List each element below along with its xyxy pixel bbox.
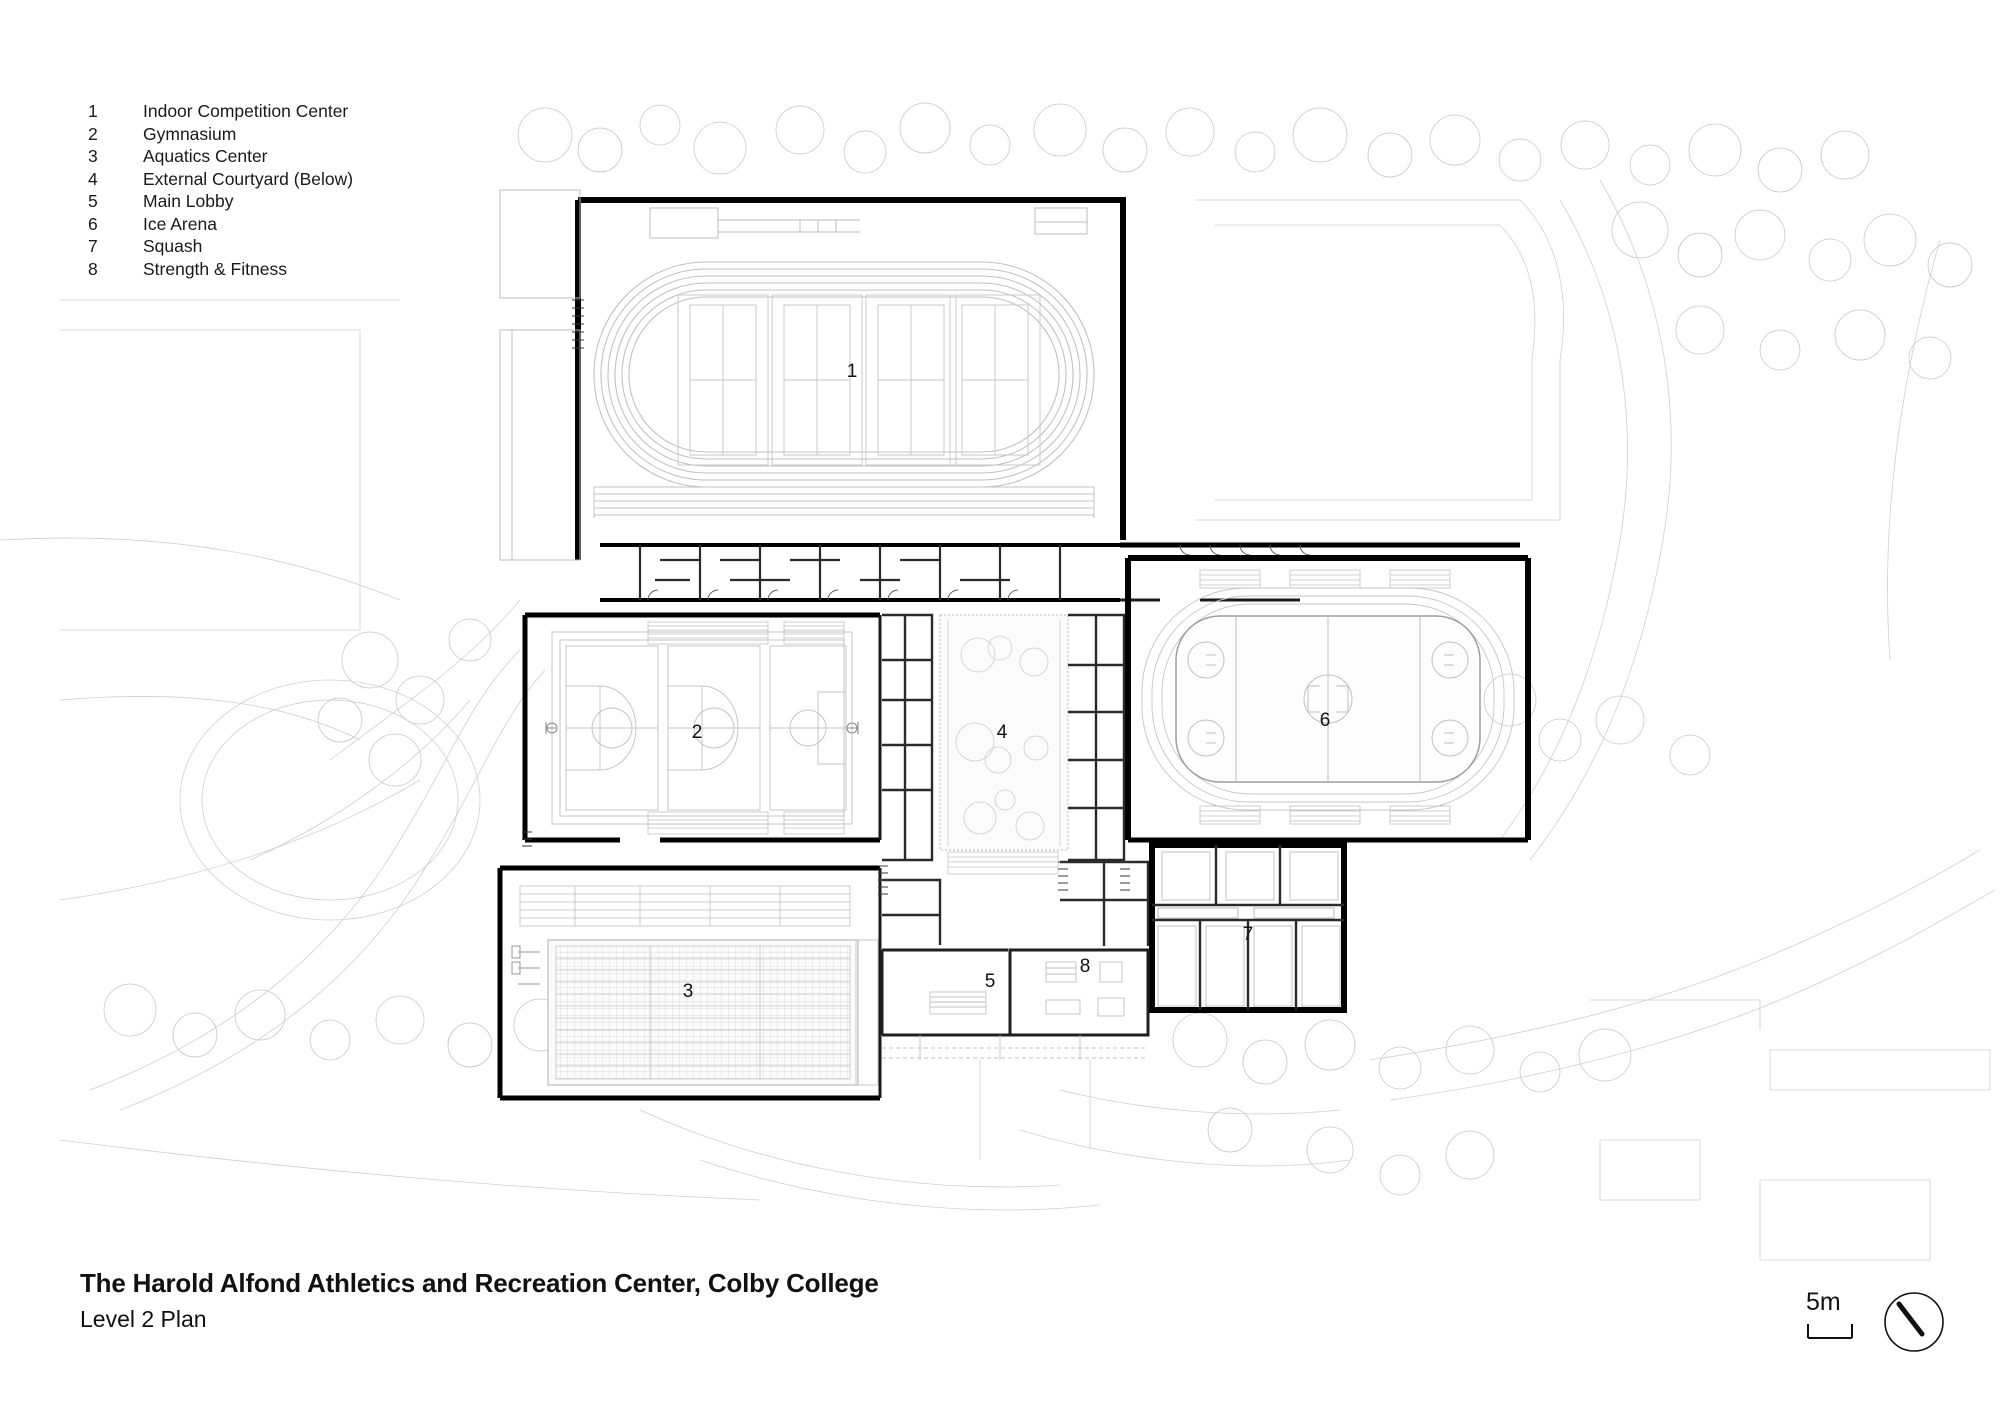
legend-number: 1 <box>88 101 98 121</box>
service-spine-zone <box>600 542 1520 602</box>
plan-callout-layer: 1 2 3 4 5 6 7 8 <box>683 361 1331 1002</box>
legend-item: 8 Strength & Fitness <box>88 258 353 281</box>
legend-label: Indoor Competition Center <box>143 101 349 121</box>
infield-courts <box>677 294 1041 466</box>
legend-label: Main Lobby <box>143 191 234 211</box>
drawing-title: The Harold Alfond Athletics and Recreati… <box>80 1268 879 1298</box>
legend-number: 3 <box>88 146 98 166</box>
main-lobby-zone <box>880 948 1148 1060</box>
title-block: The Harold Alfond Athletics and Recreati… <box>80 1268 879 1333</box>
aquatics-center-zone <box>497 865 882 1101</box>
legend-number: 7 <box>88 236 98 256</box>
legend-item: 5 Main Lobby <box>88 190 353 213</box>
site-context-layer <box>0 179 1996 1261</box>
plan-callout-1: 1 <box>847 361 858 382</box>
legend-item: 1 Indoor Competition Center <box>88 100 353 123</box>
legend-number: 8 <box>88 258 98 279</box>
legend-label: Strength & Fitness <box>143 258 287 279</box>
bleachers <box>647 621 845 835</box>
legend-number: 6 <box>88 213 98 234</box>
sprint-straightaway <box>593 486 1095 518</box>
north-arrow-icon <box>1884 1292 1944 1352</box>
drawing-subtitle: Level 2 Plan <box>80 1306 207 1332</box>
indoor-competition-center-zone <box>499 189 1126 561</box>
legend-label: External Courtyard (Below) <box>143 168 354 189</box>
wall-joint-symbols <box>522 831 1130 895</box>
legend-label: Squash <box>143 236 203 256</box>
legend: 1 Indoor Competition Center 2 Gymnasium … <box>88 100 353 280</box>
legend-number: 5 <box>88 191 98 211</box>
legend-item: 4 External Courtyard (Below) <box>88 168 353 191</box>
squash-courts-zone <box>1149 842 1347 1013</box>
rink-markings <box>1187 616 1469 782</box>
external-courtyard-zone <box>939 614 1069 875</box>
plan-callout-8: 8 <box>1080 956 1091 977</box>
running-track-oval <box>593 261 1095 488</box>
circulation-cores <box>882 613 1150 946</box>
plan-callout-5: 5 <box>985 971 996 992</box>
squash-court-divisions <box>1152 845 1344 1010</box>
plan-callout-3: 3 <box>683 981 694 1002</box>
legend-label: Ice Arena <box>143 213 217 234</box>
legend-label: Gymnasium <box>143 123 237 144</box>
plan-callout-4: 4 <box>997 722 1008 743</box>
legend-item: 6 Ice Arena <box>88 213 353 236</box>
scale-label: 5m <box>1806 1288 1841 1316</box>
legend-number: 2 <box>88 123 98 144</box>
legend-item: 3 Aquatics Center <box>88 145 353 168</box>
legend-item: 2 Gymnasium <box>88 123 353 146</box>
scale-and-north: 5m <box>1798 1288 1948 1368</box>
plan-callout-2: 2 <box>692 722 703 743</box>
legend-label: Aquatics Center <box>143 146 268 166</box>
plan-callout-6: 6 <box>1320 710 1331 731</box>
legend-number: 4 <box>88 168 98 189</box>
plan-callout-7: 7 <box>1243 924 1254 945</box>
scale-bar-icon <box>1807 1324 1853 1339</box>
ice-arena-zone <box>1125 555 1531 843</box>
legend-item: 7 Squash <box>88 235 353 258</box>
courtyard-planting <box>955 635 1049 841</box>
gymnasium-zone <box>522 612 882 843</box>
fitness-equipment <box>1045 961 1125 1017</box>
